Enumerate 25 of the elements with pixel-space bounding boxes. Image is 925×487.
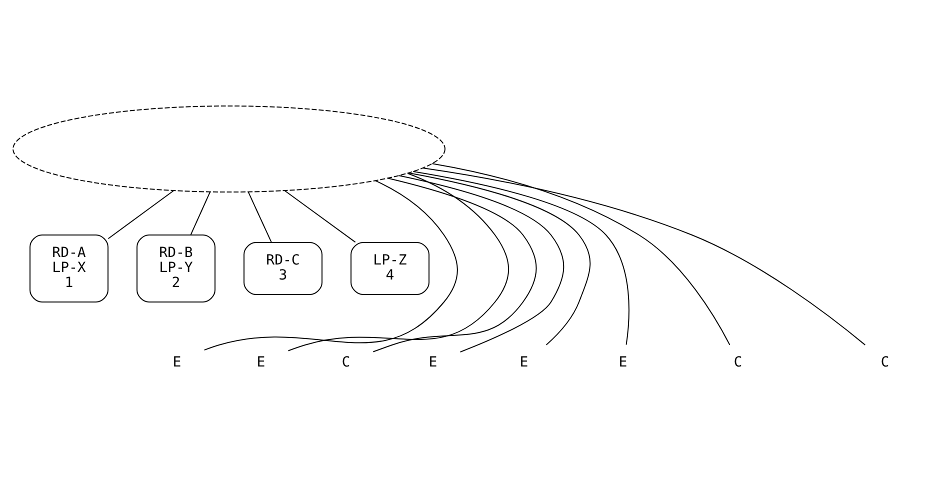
node-text: C — [342, 354, 350, 371]
connector — [422, 168, 866, 346]
node-text: C — [880, 354, 890, 371]
connector — [204, 180, 458, 351]
connector — [284, 190, 356, 243]
node-text: E — [520, 354, 528, 371]
node-box: LP-Z 4 — [350, 242, 430, 295]
node-box: RD-A LP-X 1 — [30, 234, 108, 302]
connector — [432, 163, 730, 346]
node-box: RD-C 3 — [244, 242, 322, 295]
connector — [372, 178, 537, 352]
connector — [412, 171, 630, 346]
connector — [398, 175, 564, 352]
node-text: E — [256, 354, 266, 371]
node-cloud — [12, 106, 446, 192]
connector — [108, 190, 174, 240]
node-text: E — [428, 354, 438, 371]
node-text: E — [172, 354, 182, 371]
node-text: E — [618, 354, 628, 371]
connector — [190, 192, 211, 236]
connector — [408, 172, 591, 346]
node-text: C — [734, 354, 742, 371]
node-box: RD-B LP-Y 2 — [136, 234, 216, 302]
connector — [248, 192, 272, 243]
connector — [288, 172, 510, 352]
